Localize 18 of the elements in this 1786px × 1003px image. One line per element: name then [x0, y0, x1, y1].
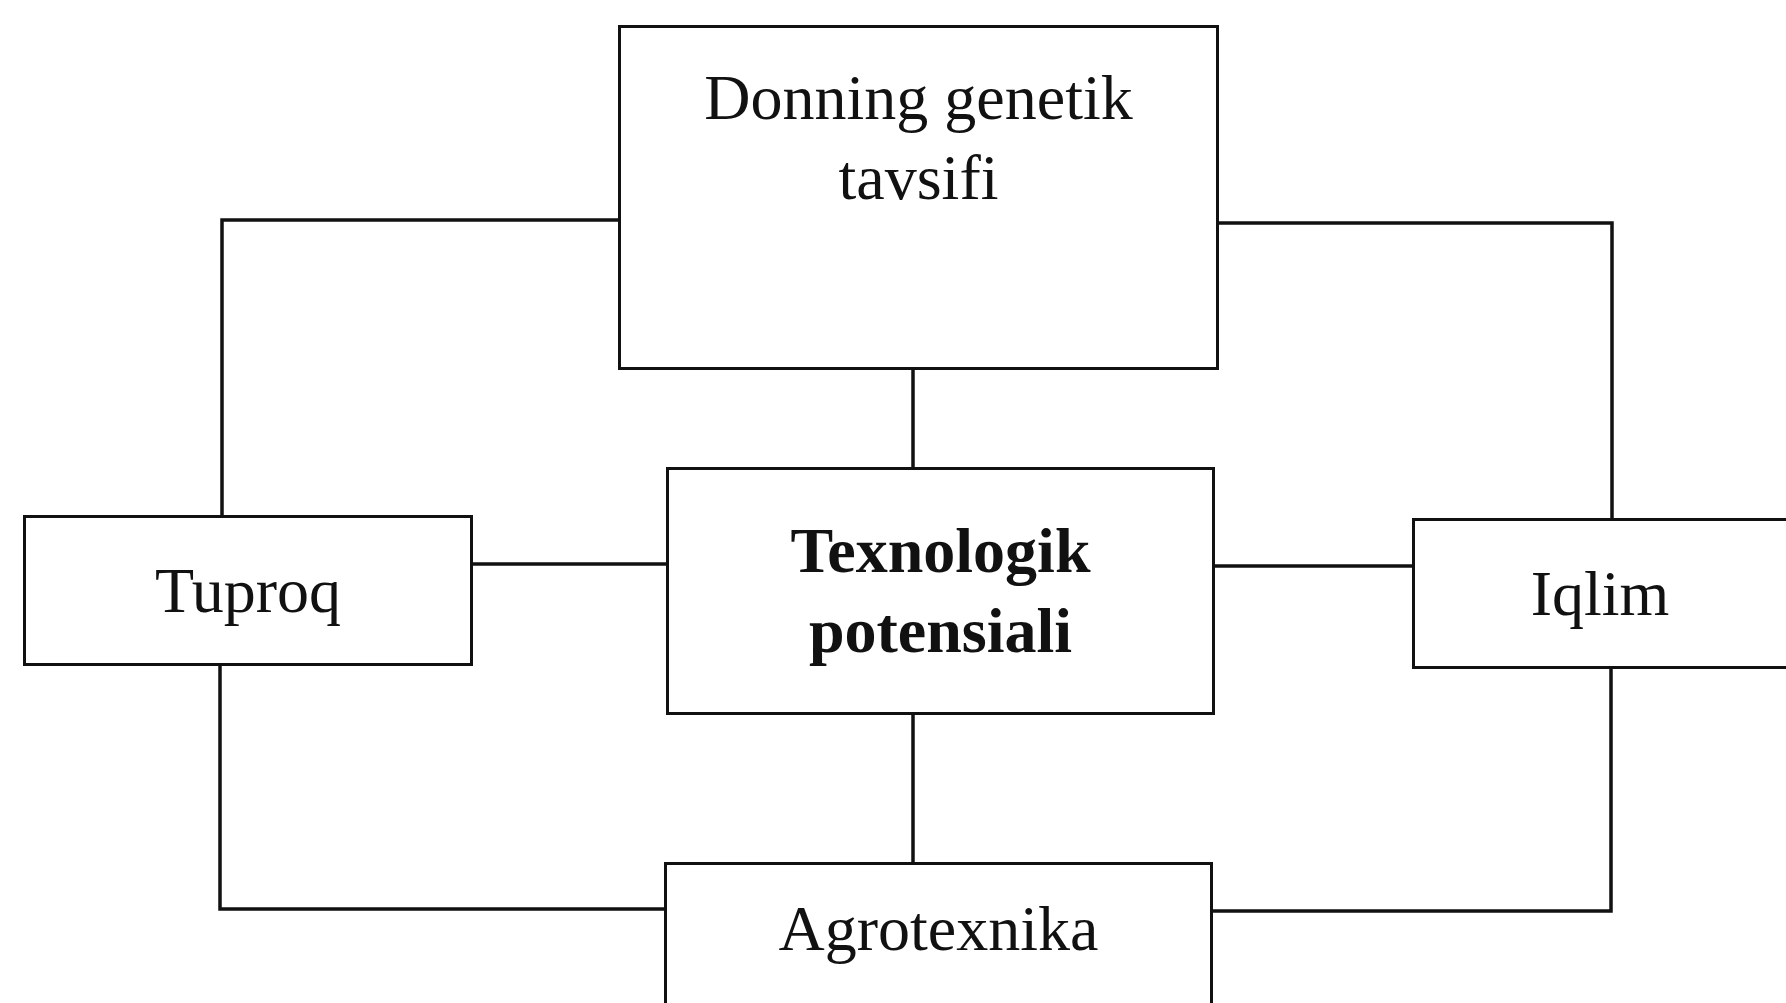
- concept-box: [666, 467, 1215, 715]
- concept-box: [1412, 518, 1786, 669]
- concept-box: [618, 25, 1219, 370]
- box-label: Texnologik potensiali: [789, 514, 1092, 668]
- connector-line: [1215, 564, 1412, 568]
- connector-line: [473, 562, 666, 566]
- concept-box: [23, 515, 473, 666]
- box-label: Donning genetik tavsifi: [703, 61, 1134, 215]
- box-label: Tuproq: [154, 553, 342, 628]
- connector-line: [1219, 221, 1614, 518]
- connector-line: [220, 218, 618, 515]
- connector-line: [911, 715, 915, 862]
- concept-box: [664, 862, 1213, 1003]
- connector-line: [1213, 669, 1613, 913]
- box-label: Agrotexnika: [778, 892, 1099, 966]
- connector-line: [911, 370, 915, 467]
- box-label: Iqlim: [1530, 556, 1670, 631]
- connector-line: [218, 666, 664, 911]
